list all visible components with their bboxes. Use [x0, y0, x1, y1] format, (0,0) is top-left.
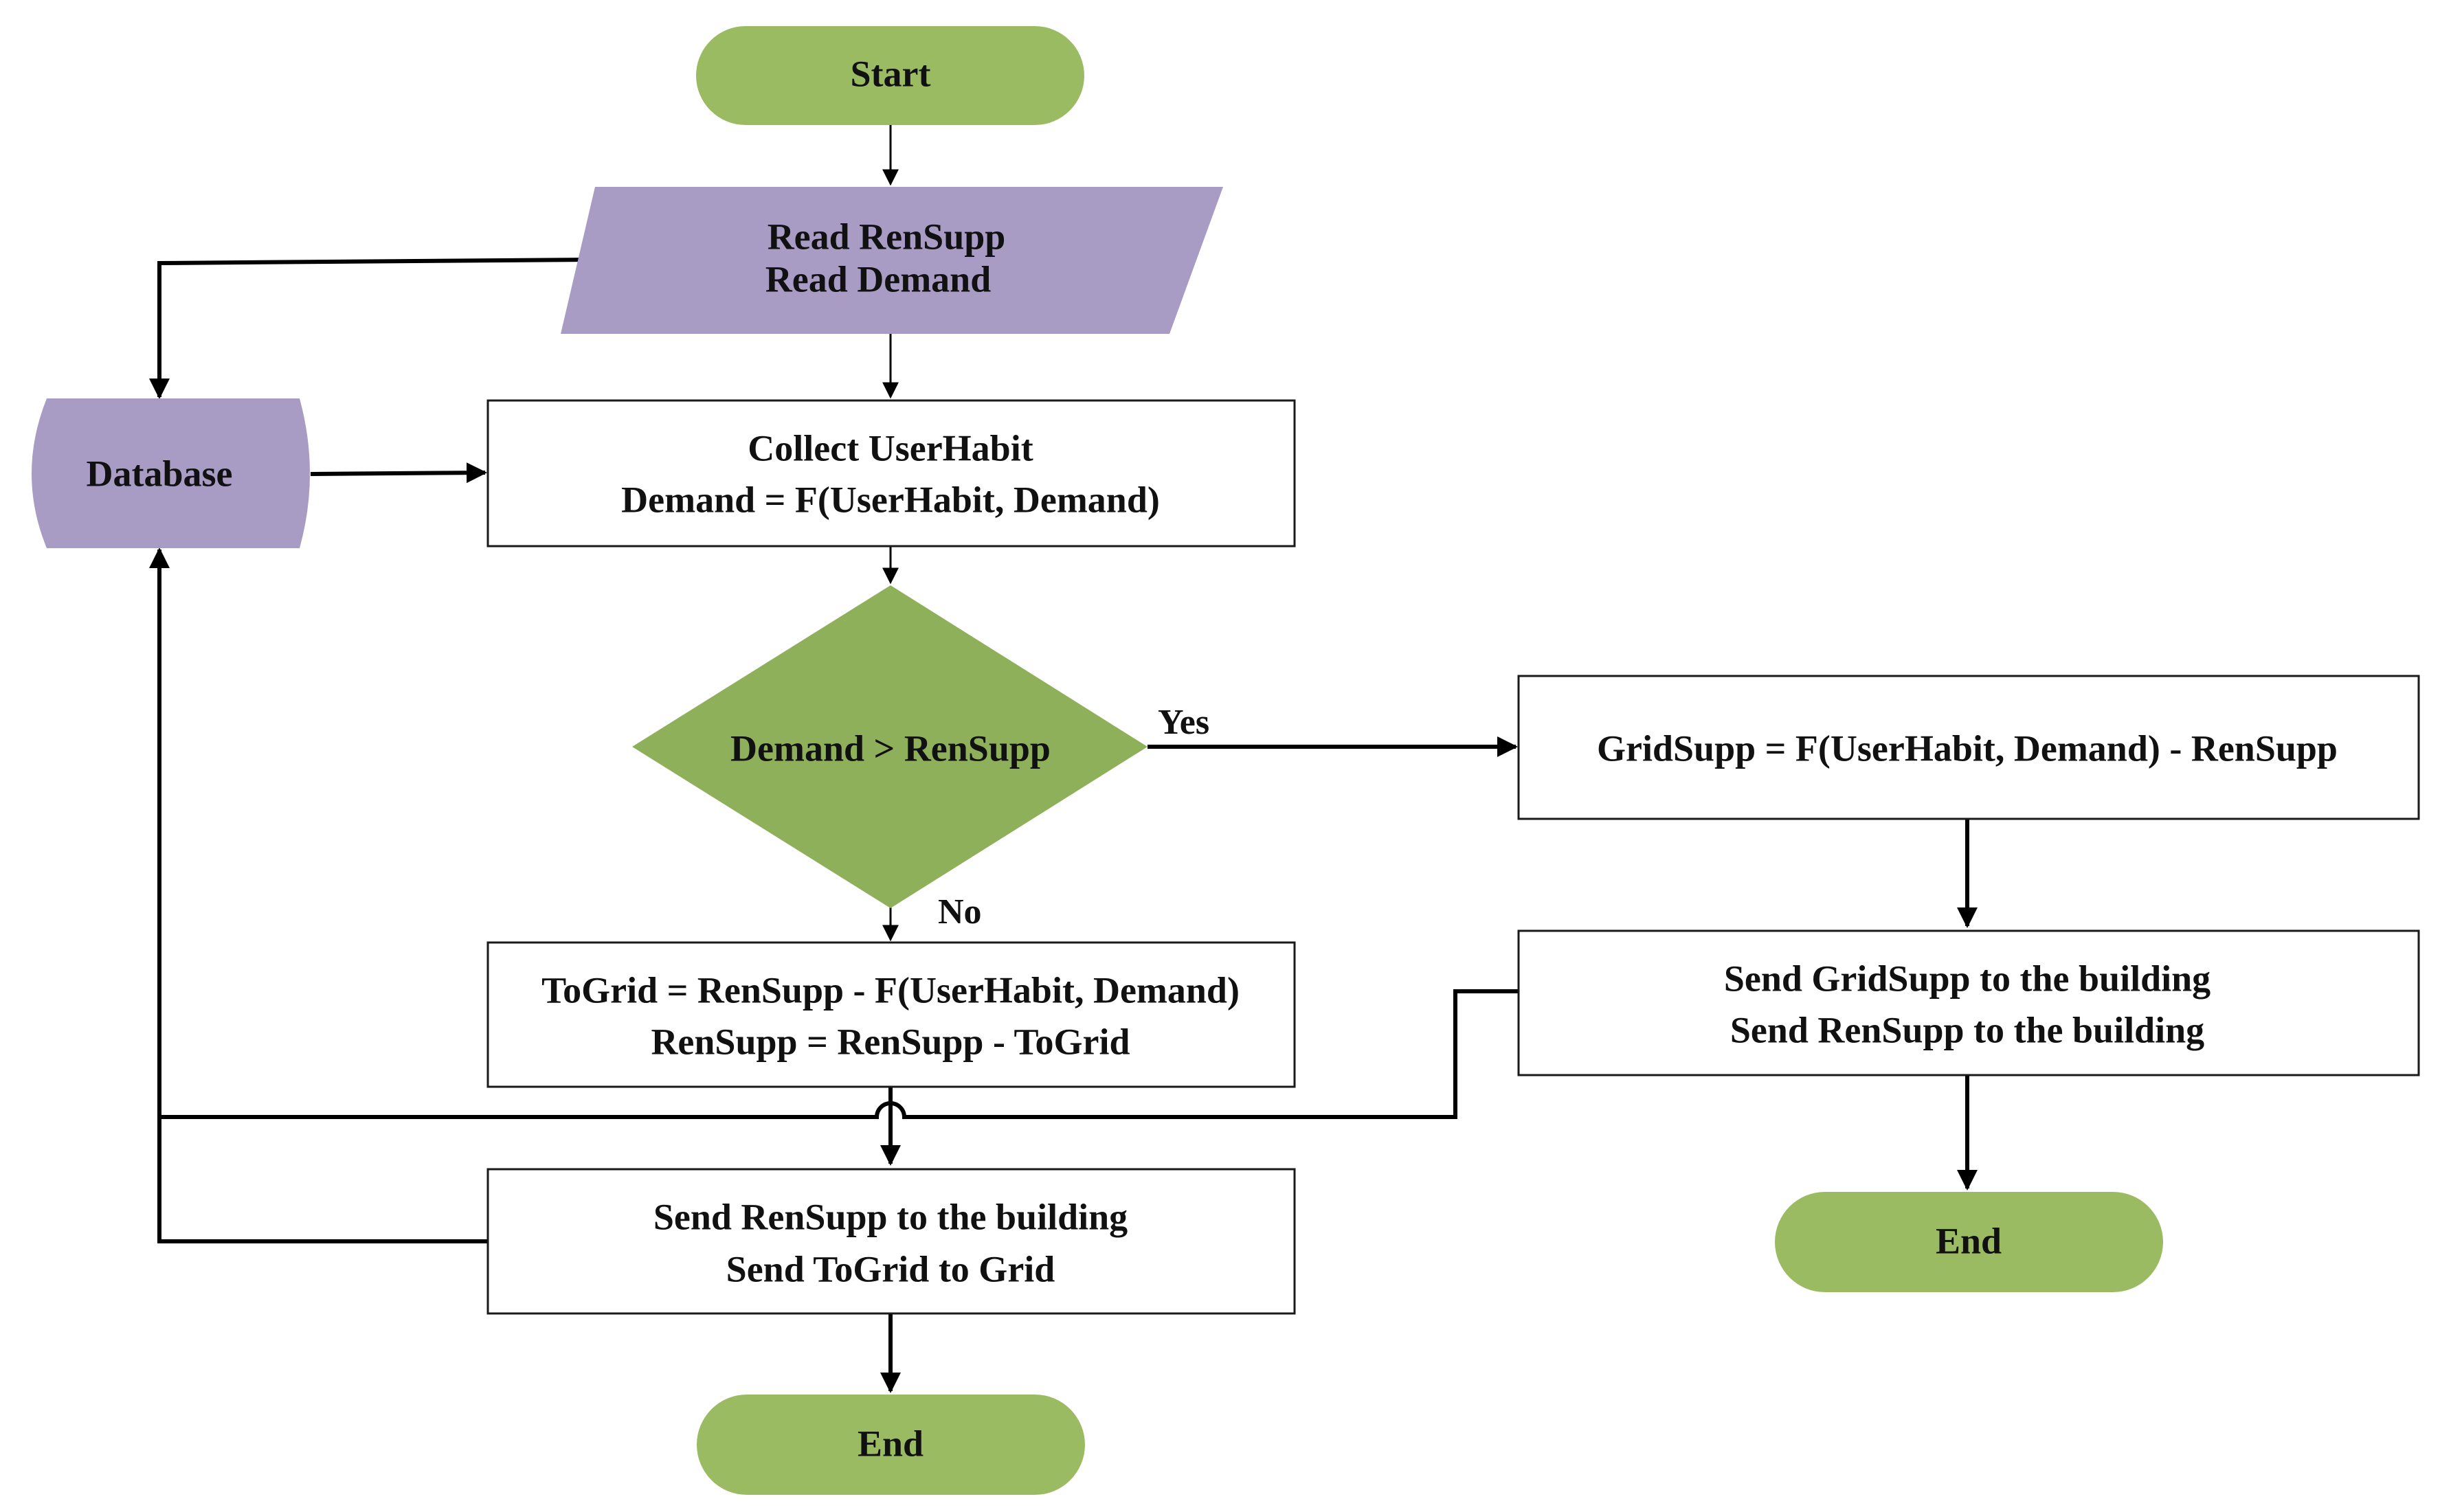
- start-label: Start: [851, 53, 931, 94]
- end-bottom-node: End: [697, 1395, 1085, 1495]
- yes-label: Yes: [1158, 703, 1209, 742]
- send-rensupp-node: Send RenSupp to the building Send ToGrid…: [486, 1168, 1296, 1315]
- collect-line-2: Demand = F(UserHabit, Demand): [621, 479, 1160, 520]
- end-right-node: End: [1775, 1192, 2163, 1292]
- read-line-1: Read RenSupp: [768, 216, 1006, 257]
- collect-line-1: Collect UserHabit: [748, 427, 1033, 469]
- edge-database-to-collect: [310, 462, 487, 484]
- end-right-label: End: [1936, 1220, 2002, 1261]
- togrid-node: ToGrid = RenSupp - F(UserHabit, Demand) …: [486, 941, 1296, 1088]
- no-label: No: [938, 892, 982, 932]
- send-rensupp-line-1: Send RenSupp to the building: [653, 1196, 1128, 1237]
- send-gridsupp-line-2: Send RenSupp to the building: [1730, 1009, 2204, 1050]
- edge-sendren-to-database: [157, 1117, 488, 1243]
- togrid-line-1: ToGrid = RenSupp - F(UserHabit, Demand): [541, 969, 1240, 1011]
- gridsupp-node: GridSupp = F(UserHabit, Demand) - RenSup…: [1517, 675, 2420, 820]
- start-node: Start: [696, 26, 1084, 125]
- database-node: Database: [32, 398, 310, 548]
- end-bottom-label: End: [858, 1423, 924, 1464]
- edge-read-to-database: [149, 258, 590, 399]
- send-rensupp-line-2: Send ToGrid to Grid: [726, 1248, 1055, 1289]
- send-gridsupp-line-1: Send GridSupp to the building: [1724, 958, 2210, 999]
- database-label: Database: [87, 453, 233, 494]
- read-line-2: Read Demand: [765, 258, 992, 300]
- gridsupp-label: GridSupp = F(UserHabit, Demand) - RenSup…: [1597, 727, 2338, 769]
- decision-label: Demand > RenSupp: [730, 727, 1051, 769]
- collect-node: Collect UserHabit Demand = F(UserHabit, …: [486, 399, 1296, 548]
- togrid-line-2: RenSupp = RenSupp - ToGrid: [651, 1021, 1130, 1062]
- read-input-node: Read RenSupp Read Demand: [561, 187, 1223, 334]
- decision-node: Demand > RenSupp: [632, 585, 1148, 908]
- send-gridsupp-node: Send GridSupp to the building Send RenSu…: [1517, 929, 2420, 1076]
